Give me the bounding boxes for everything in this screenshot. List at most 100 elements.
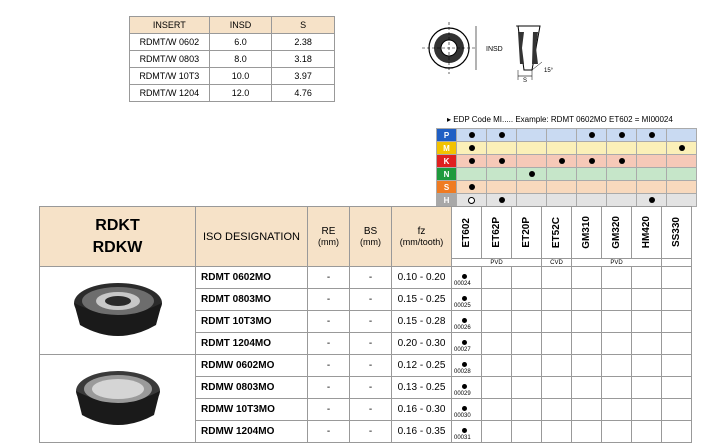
grade-cell bbox=[601, 420, 632, 443]
re-label: RE bbox=[321, 225, 336, 237]
primary-mark bbox=[618, 158, 625, 165]
primary-mark bbox=[468, 132, 475, 139]
material-grade-cell bbox=[576, 180, 607, 194]
grade-cell bbox=[601, 266, 632, 289]
dim-cell: RDMT/W 10T3 bbox=[129, 67, 210, 85]
edp-cell: 00026 bbox=[451, 310, 482, 333]
secondary-mark bbox=[468, 196, 475, 204]
grade-label: ET52C bbox=[551, 216, 562, 249]
material-grade-cell bbox=[516, 141, 547, 155]
grade-cell bbox=[481, 266, 512, 289]
primary-mark bbox=[468, 158, 475, 165]
grade-cell bbox=[631, 398, 662, 421]
dim-cell: RDMT/W 0803 bbox=[129, 50, 210, 68]
material-grade-cell bbox=[486, 167, 517, 181]
material-grade-cell bbox=[606, 180, 637, 194]
bs-value: - bbox=[349, 354, 392, 377]
grade-cell bbox=[571, 332, 602, 355]
dim-cell: 10.0 bbox=[208, 67, 273, 85]
dim-cell: 3.97 bbox=[271, 67, 335, 85]
dim-cell: 6.0 bbox=[208, 33, 273, 51]
available-mark bbox=[462, 427, 467, 433]
fz-value: 0.13 - 0.25 bbox=[391, 376, 452, 399]
fz-value: 0.15 - 0.28 bbox=[391, 310, 452, 333]
grade-cell bbox=[661, 354, 692, 377]
re-value: - bbox=[307, 332, 350, 355]
material-grade-cell bbox=[636, 154, 667, 168]
dim-cell: 2.38 bbox=[271, 33, 335, 51]
edp-cell: 00024 bbox=[451, 266, 482, 289]
material-grade-cell bbox=[516, 180, 547, 194]
material-grade-cell bbox=[576, 193, 607, 207]
insert-selection-table: RDKT RDKW ISO DESIGNATION RE(mm) BS(mm) … bbox=[39, 206, 692, 443]
primary-mark bbox=[498, 197, 505, 204]
material-grade-cell bbox=[516, 193, 547, 207]
material-row: H bbox=[436, 193, 697, 207]
grade-cell bbox=[571, 288, 602, 311]
primary-mark bbox=[588, 132, 595, 139]
iso-designation: RDMW 0803MO bbox=[195, 376, 308, 399]
grade-cell bbox=[631, 332, 662, 355]
grade-gm310: GM310 bbox=[571, 206, 602, 259]
material-grade-cell bbox=[636, 180, 667, 194]
grade-cell bbox=[571, 398, 602, 421]
material-grade-cell bbox=[636, 128, 667, 142]
grade-cell bbox=[571, 376, 602, 399]
col-fz: fz(mm/tooth) bbox=[391, 206, 452, 267]
title-rdkt: RDKT bbox=[95, 216, 140, 234]
fz-value: 0.15 - 0.25 bbox=[391, 288, 452, 311]
material-grade-cell bbox=[576, 141, 607, 155]
fz-label: fz bbox=[417, 225, 426, 237]
insert-drawing: INSD S 15° bbox=[422, 22, 554, 84]
material-code: N bbox=[436, 167, 457, 181]
grade-cell bbox=[631, 310, 662, 333]
coating-blank bbox=[661, 258, 692, 267]
grade-gm320: GM320 bbox=[601, 206, 632, 259]
grade-cell bbox=[541, 398, 572, 421]
material-grade-cell bbox=[636, 141, 667, 155]
dim-header-insd: INSD bbox=[208, 16, 273, 34]
material-grade-cell bbox=[516, 128, 547, 142]
grade-cell bbox=[601, 310, 632, 333]
material-grade-cell bbox=[606, 141, 637, 155]
dim-cell: RDMT/W 0602 bbox=[129, 33, 210, 51]
grade-cell bbox=[631, 376, 662, 399]
grade-et52c: ET52C bbox=[541, 206, 572, 259]
grade-cell bbox=[541, 354, 572, 377]
iso-designation: RDMT 0803MO bbox=[195, 288, 308, 311]
fz-unit: (mm/tooth) bbox=[399, 236, 444, 247]
grade-cell bbox=[541, 376, 572, 399]
grade-label: ET20P bbox=[521, 217, 532, 248]
grade-cell bbox=[601, 376, 632, 399]
grade-cell bbox=[511, 266, 542, 289]
available-mark bbox=[462, 295, 467, 301]
grade-cell bbox=[481, 354, 512, 377]
material-row: P bbox=[436, 128, 697, 142]
re-value: - bbox=[307, 398, 350, 421]
material-grade-cell bbox=[576, 128, 607, 142]
rdkw-insert-image bbox=[39, 354, 196, 443]
material-grade-cell bbox=[546, 167, 577, 181]
available-mark bbox=[462, 317, 467, 323]
material-row: K bbox=[436, 154, 697, 168]
grade-cell bbox=[571, 420, 602, 443]
material-grade-cell bbox=[576, 167, 607, 181]
grade-label: SS330 bbox=[671, 217, 682, 248]
bs-value: - bbox=[349, 420, 392, 443]
primary-mark bbox=[558, 158, 565, 165]
grade-cell bbox=[631, 266, 662, 289]
re-value: - bbox=[307, 354, 350, 377]
grade-cell bbox=[661, 420, 692, 443]
material-code: M bbox=[436, 141, 457, 155]
grade-label: HM420 bbox=[641, 216, 652, 249]
grade-cell bbox=[511, 310, 542, 333]
material-grade-cell bbox=[516, 154, 547, 168]
grade-cell bbox=[601, 288, 632, 311]
grade-cell bbox=[511, 376, 542, 399]
angle-label: 15° bbox=[544, 68, 554, 74]
available-mark bbox=[462, 405, 467, 411]
